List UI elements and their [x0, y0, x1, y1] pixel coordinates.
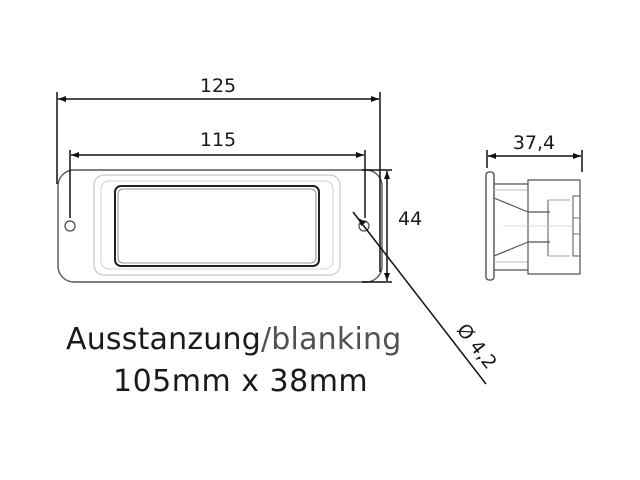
side-body — [494, 179, 581, 275]
dimension-115-label: 115 — [200, 129, 236, 151]
housing-outline — [57, 169, 383, 283]
caption-separator: / — [260, 322, 272, 357]
lens-window — [114, 185, 320, 267]
caption-title-de: Ausstanzung — [66, 322, 261, 357]
front-view — [57, 169, 383, 283]
inner-frame-outer — [93, 174, 341, 276]
dimension-hole-diameter: Ø 4,2 — [352, 211, 501, 385]
mounting-hole-left — [64, 220, 76, 232]
dimension-overall-width: 125 — [56, 75, 381, 272]
dimension-44-label: 44 — [398, 208, 422, 230]
lens-window-inner — [117, 188, 317, 264]
caption-cutout-size: 105mm x 38mm — [113, 364, 369, 399]
inner-frame-inner — [100, 180, 334, 270]
dimension-diameter-label: Ø 4,2 — [452, 320, 501, 374]
caption-title-en: blanking — [271, 322, 402, 357]
dimension-hole-spacing: 115 — [69, 129, 366, 218]
dimension-125-label: 125 — [200, 75, 236, 97]
dimension-37-4-label: 37,4 — [513, 132, 555, 154]
caption-title: Ausstanzung/blanking — [66, 322, 401, 357]
side-view — [485, 171, 581, 281]
dimension-depth: 37,4 — [486, 132, 583, 172]
side-flange — [485, 171, 495, 281]
dimension-height: 44 — [362, 169, 422, 283]
